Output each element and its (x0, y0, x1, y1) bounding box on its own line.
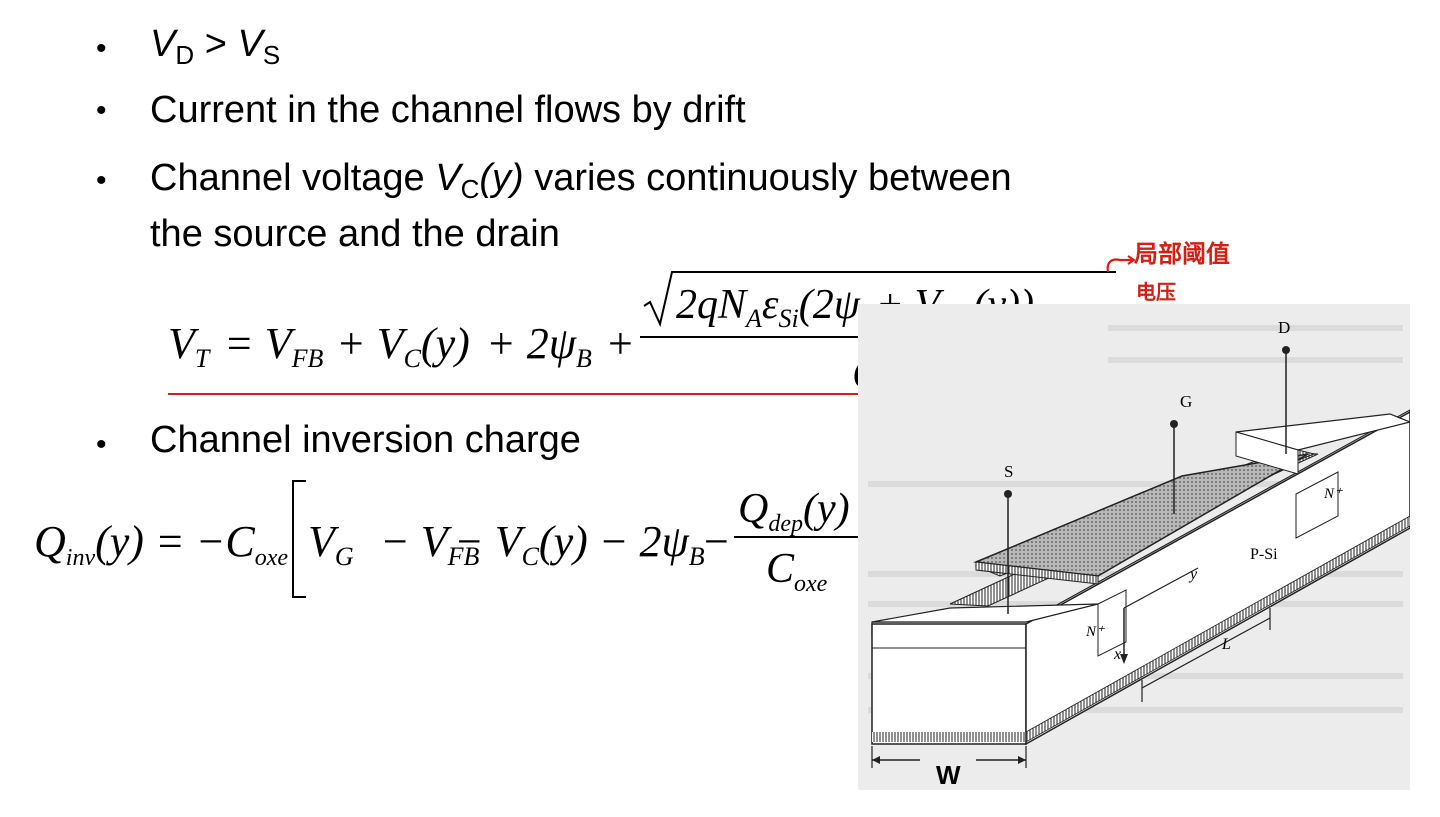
y-axis-label: y (1190, 566, 1198, 583)
bullet-4-text: Channel inversion charge (150, 419, 581, 461)
eq-q-term-vg: VG (308, 517, 354, 571)
eq-vt-term-psi: + 2ψB (486, 319, 592, 373)
eq-vt-term-vc: + VC(y) (336, 319, 470, 373)
bullet-dot: • (96, 428, 107, 461)
drain-label: D (1278, 318, 1291, 337)
bullet-dot: • (96, 94, 107, 127)
mosfet-structure (868, 325, 1410, 768)
mosfet-diagram: D G S N⁺ N⁺ P-Si y x L W (858, 304, 1410, 790)
channel-length-label: L (1222, 636, 1231, 653)
bullet-dot: • (96, 32, 107, 65)
eq-q-minus: − (704, 517, 729, 566)
n-plus-right-label: N⁺ (1324, 486, 1342, 502)
eq-q-lhs: Qinv(y) = −Coxe (34, 517, 288, 571)
bullet-1-text: VD > VS (150, 23, 281, 70)
channel-width-label: W (936, 760, 961, 790)
annotation-line1: 局部阈值 (1134, 240, 1230, 268)
x-axis-label: x (1114, 646, 1122, 663)
eq-q-fraction-bar (734, 536, 864, 538)
p-si-label: P-Si (1250, 546, 1278, 563)
eq-q-denominator: Coxe (766, 546, 828, 597)
gate-label: G (1180, 392, 1193, 411)
annotation-line2: 电压 (1136, 280, 1176, 304)
sqrt-sign (643, 271, 1116, 328)
eq-vt-term-fb: = VFB (224, 319, 324, 373)
eq-q-term-vfb: − VFB (380, 517, 480, 571)
equation-underline (168, 393, 1116, 395)
n-plus-left-label: N⁺ (1086, 624, 1104, 640)
bullet-dot: • (96, 164, 107, 197)
source-label: S (1004, 462, 1014, 481)
bullet-3-line2: the source and the drain (150, 213, 560, 255)
left-bracket (292, 480, 306, 598)
annotation-arrow-icon (1106, 255, 1136, 273)
eq-q-term-vc: − VC(y) − 2ψB (454, 517, 705, 571)
eq-vt-lhs: VT (168, 319, 210, 373)
eq-vt-plus: + (608, 319, 633, 368)
bullet-2-text: Current in the channel flows by drift (150, 89, 746, 131)
eq-q-numerator: Qdep(y) (738, 486, 850, 537)
bullet-3-text: Channel voltage VC(y) varies continuousl… (150, 157, 1012, 204)
